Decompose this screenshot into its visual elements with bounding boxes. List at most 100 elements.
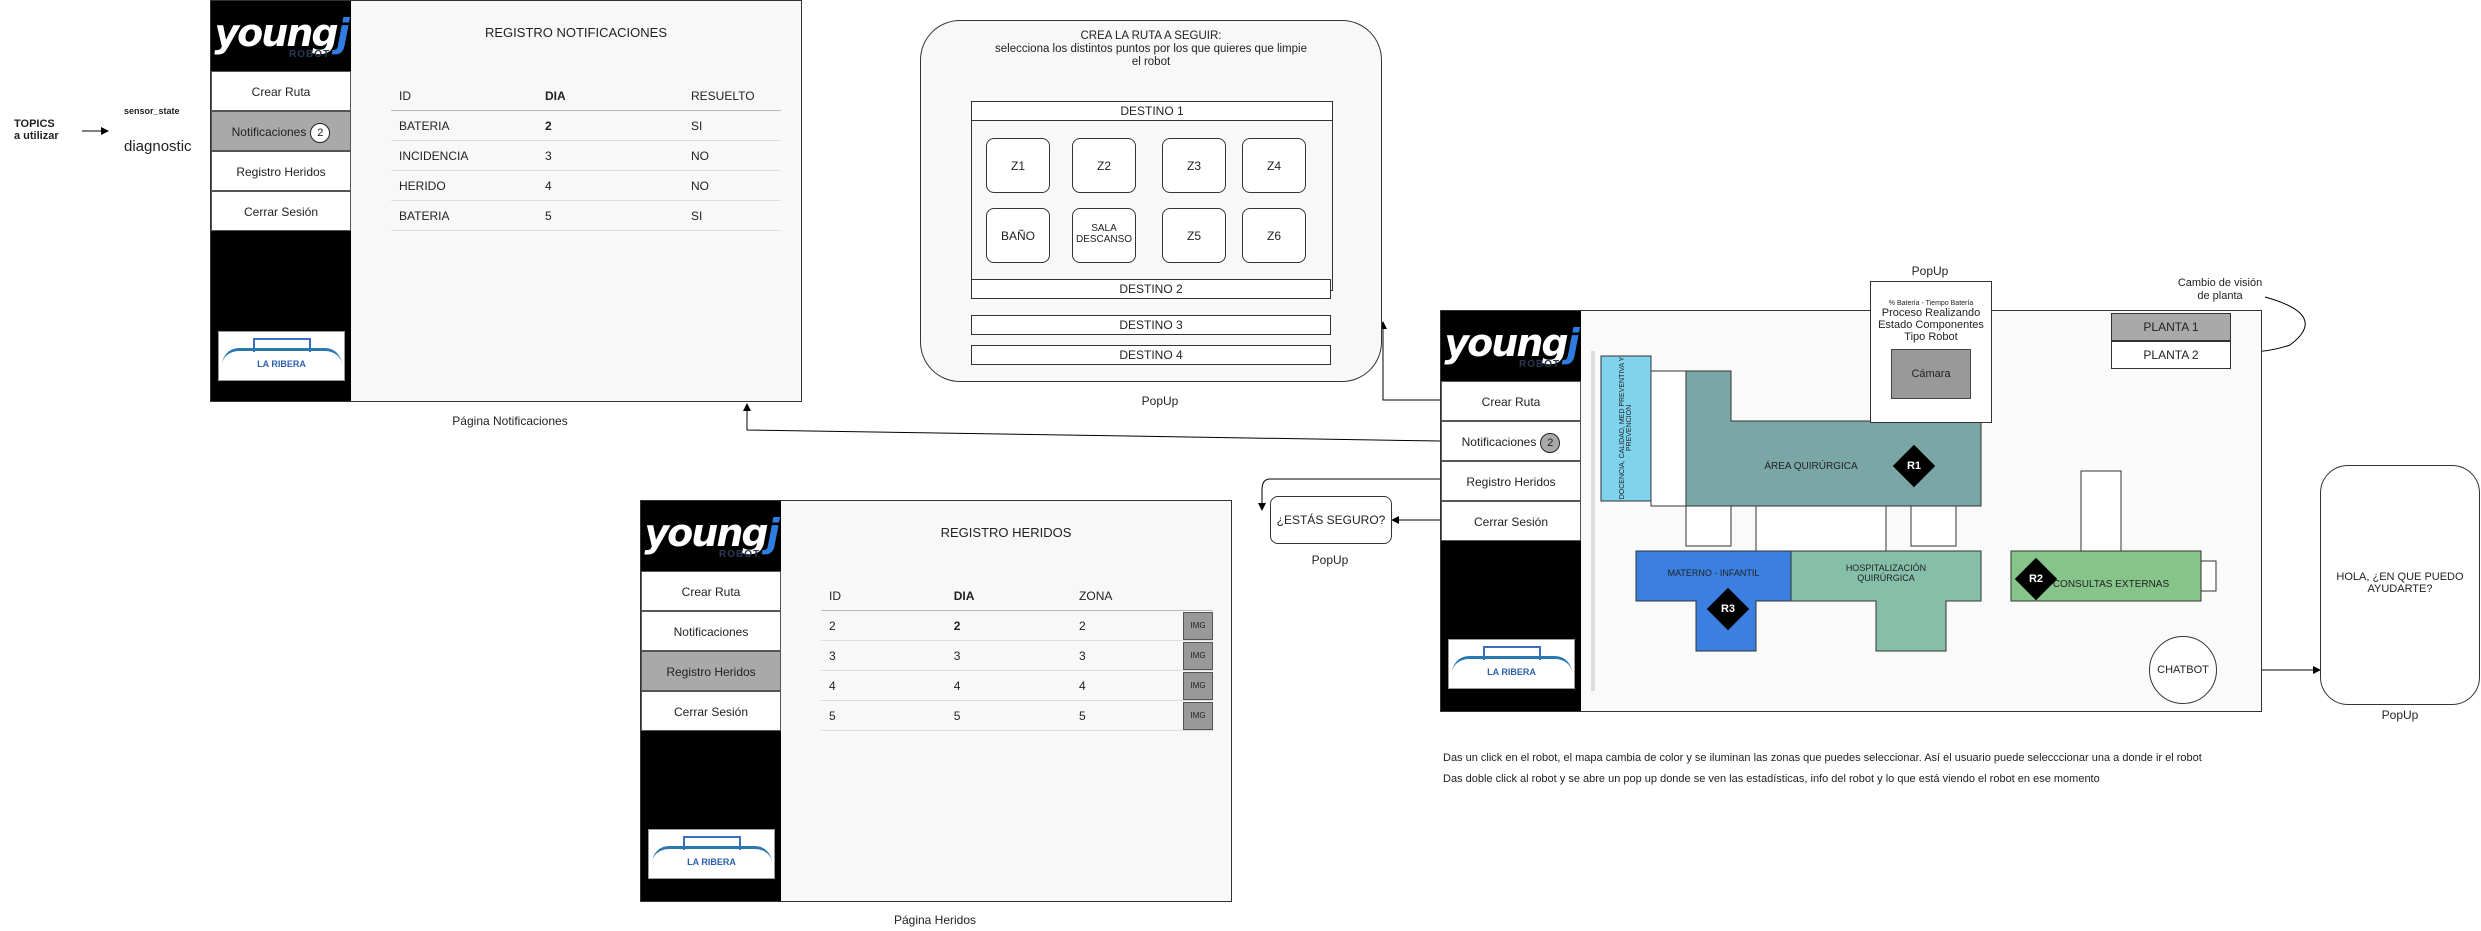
image-button[interactable]: IMG <box>1183 611 1213 640</box>
plant-view-note: Cambio de visión de planta <box>2177 277 2263 302</box>
youngj-logo: youngj ROBOT <box>1444 321 1579 370</box>
robot-r2[interactable]: R2 <box>2014 557 2058 601</box>
zone-z4[interactable]: Z4 <box>1242 138 1306 193</box>
sidebar: youngj ROBOT Crear Ruta Notificaciones R… <box>641 501 781 901</box>
chatbot-button[interactable]: CHATBOT <box>2149 636 2217 704</box>
youngj-logo: youngj ROBOT <box>644 511 779 560</box>
col-dia: DIA <box>945 581 1072 611</box>
process-stat: Proceso Realizando <box>1881 307 1981 319</box>
notifications-content: REGISTRO NOTIFICACIONES ID DIA RESUELTO … <box>351 1 801 401</box>
topics-title: TOPICS a utilizar <box>14 118 59 142</box>
stats-popup-caption: PopUp <box>1911 264 1949 278</box>
components-stat: Estado Componentes <box>1878 319 1984 331</box>
col-id: ID <box>821 581 946 611</box>
zone-bano[interactable]: BAÑO <box>986 208 1050 263</box>
zone-sala-descanso[interactable]: SALA DESCANSO <box>1072 208 1136 263</box>
robot-r3[interactable]: R3 <box>1706 587 1750 631</box>
notifications-caption: Página Notificaciones <box>452 414 568 428</box>
destination-1[interactable]: DESTINO 1 <box>971 101 1333 121</box>
chat-greeting: HOLA, ¿EN QUE PUEDO AYUDARTE? <box>2336 571 2464 595</box>
zone-z5[interactable]: Z5 <box>1162 208 1226 263</box>
notification-badge: 2 <box>310 123 331 143</box>
area-consultas <box>2010 550 2202 602</box>
page-title: REGISTRO HERIDOS <box>940 525 1072 540</box>
nav-crear-ruta[interactable]: Crear Ruta <box>211 71 351 111</box>
chat-popup-caption: PopUp <box>2381 708 2419 722</box>
planta-1-button[interactable]: PLANTA 1 <box>2111 313 2231 341</box>
heridos-page: youngj ROBOT Crear Ruta Notificaciones R… <box>640 500 1232 902</box>
nav-registro-heridos[interactable]: Registro Heridos <box>641 651 781 691</box>
hospital-logo: LA RIBERA <box>218 331 345 381</box>
route-popup-caption: PopUp <box>1141 394 1179 408</box>
nav-crear-ruta[interactable]: Crear Ruta <box>1441 381 1581 421</box>
note-click-robot: Das un click en el robot, el mapa cambia… <box>1443 752 2202 764</box>
planta-2-button[interactable]: PLANTA 2 <box>2111 341 2231 369</box>
nav-cerrar-sesion[interactable]: Cerrar Sesión <box>1441 501 1581 541</box>
nav-registro-heridos[interactable]: Registro Heridos <box>211 151 351 191</box>
camera-view[interactable]: Cámara <box>1891 349 1971 399</box>
battery-stat: % Batería - Tiempo Batería <box>1888 300 1974 307</box>
topics-title-line1: TOPICS <box>14 118 55 130</box>
table-header: ID DIA ZONA <box>821 581 1213 611</box>
zone-z6[interactable]: Z6 <box>1242 208 1306 263</box>
nav-crear-ruta[interactable]: Crear Ruta <box>641 571 781 611</box>
col-img <box>1183 581 1213 611</box>
nav-notificaciones[interactable]: Notificaciones <box>641 611 781 651</box>
table-header: ID DIA RESUELTO <box>391 81 781 111</box>
destination-1-panel: DESTINO 1 Z1 Z2 Z3 Z4 BAÑO SALA DESCANSO… <box>971 101 1333 291</box>
label-quirurgica: ÁREA QUIRÚRGICA <box>1764 461 1858 472</box>
hospital-logo: LA RIBERA <box>1448 639 1575 689</box>
destination-3[interactable]: DESTINO 3 <box>971 315 1331 335</box>
zone-z2[interactable]: Z2 <box>1072 138 1136 193</box>
stats-popup: % Batería - Tiempo Batería Proceso Reali… <box>1870 281 1992 423</box>
route-popup: CREA LA RUTA A SEGUIR: selecciona los di… <box>920 20 1382 382</box>
nav-registro-heridos[interactable]: Registro Heridos <box>1441 461 1581 501</box>
area-hospitalizacion <box>1790 550 1982 652</box>
confirm-text[interactable]: ¿ESTÁS SEGURO? <box>1276 513 1386 527</box>
robot-r1[interactable]: R1 <box>1892 444 1936 488</box>
destination-4[interactable]: DESTINO 4 <box>971 345 1331 365</box>
col-id: ID <box>391 81 537 111</box>
col-dia: DIA <box>537 81 683 111</box>
image-button[interactable]: IMG <box>1183 671 1213 700</box>
label-materno: MATERNO - INFANTIL <box>1667 568 1760 578</box>
map-area: DOCENCIA, CALIDAD, MED PREVENTIVA Y PREV… <box>1581 311 2261 711</box>
topics-title-line2: a utilizar <box>14 130 59 142</box>
image-button[interactable]: IMG <box>1183 701 1213 730</box>
area-docencia <box>1600 355 1652 502</box>
note-double-click-robot: Das doble click al robot y se abre un po… <box>1443 773 2100 785</box>
topic-sensor-state: sensor_state <box>124 106 180 116</box>
confirm-caption: PopUp <box>1311 553 1349 567</box>
destination-2[interactable]: DESTINO 2 <box>971 279 1331 299</box>
hospital-logo: LA RIBERA <box>648 829 775 879</box>
image-button[interactable]: IMG <box>1183 641 1213 670</box>
youngj-logo: youngj ROBOT <box>214 11 349 60</box>
nav-notificaciones-label: Notificaciones <box>1461 435 1537 449</box>
hospital-floor-map[interactable] <box>1581 311 2261 711</box>
notification-badge: 2 <box>1540 433 1561 453</box>
robot-type-stat: Tipo Robot <box>1904 331 1958 343</box>
zone-z3[interactable]: Z3 <box>1162 138 1226 193</box>
nav-cerrar-sesion[interactable]: Cerrar Sesión <box>211 191 351 231</box>
heridos-caption: Página Heridos <box>893 913 977 927</box>
nav-cerrar-sesion[interactable]: Cerrar Sesión <box>641 691 781 731</box>
confirm-popup: ¿ESTÁS SEGURO? <box>1270 496 1392 544</box>
zone-z1[interactable]: Z1 <box>986 138 1050 193</box>
route-popup-title: CREA LA RUTA A SEGUIR: selecciona los di… <box>995 30 1307 68</box>
